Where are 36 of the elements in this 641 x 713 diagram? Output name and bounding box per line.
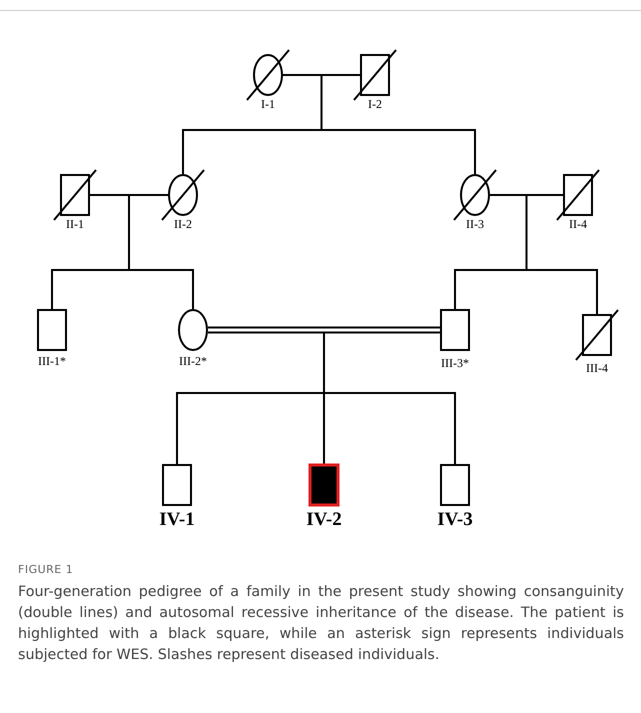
- descent-line: [323, 332, 325, 393]
- descent-line: [324, 392, 456, 464]
- mating-line: [283, 74, 322, 76]
- mating-line: [526, 194, 563, 196]
- mating-line: [129, 194, 168, 196]
- descent-line: [526, 269, 598, 314]
- descent-line: [322, 129, 476, 174]
- individual-label: II-3: [466, 217, 484, 232]
- figure-label: FIGURE 1: [18, 563, 74, 576]
- descent-line: [129, 269, 194, 309]
- consanguinity-line: [207, 326, 325, 334]
- individual-label: II-1: [66, 217, 84, 232]
- descent-line: [176, 392, 324, 464]
- mating-line: [90, 194, 129, 196]
- mating-line: [322, 74, 360, 76]
- individual-label: I-2: [368, 97, 382, 112]
- descent-line: [526, 195, 528, 270]
- individual-label: III-3*: [441, 356, 469, 371]
- individual-label: IV-1: [159, 509, 195, 531]
- individual-label: III-4: [586, 361, 608, 376]
- consanguinity-line: [323, 326, 441, 334]
- descent-line: [323, 392, 325, 464]
- individual-label: IV-3: [437, 509, 473, 531]
- mating-line: [490, 194, 526, 196]
- individual-label: III-2*: [179, 354, 207, 369]
- descent-line: [128, 195, 130, 270]
- descent-line: [320, 75, 322, 130]
- individual-label: III-1*: [38, 354, 66, 369]
- individual-label: II-2: [174, 217, 192, 232]
- descent-line: [51, 269, 129, 309]
- individual-label: IV-2: [306, 509, 342, 531]
- individual-label: I-1: [261, 97, 275, 112]
- descent-line: [454, 269, 526, 309]
- individual-label: II-4: [569, 217, 587, 232]
- figure-caption: Four-generation pedigree of a family in the present study showing consanguinity (double lines) and autosomal recessive inheritance of the disease. The patient is highlighted with a black square, while an asterisk sign represents individuals subjected for WES. Slashes represent diseased individuals.: [18, 583, 624, 665]
- descent-line: [182, 129, 322, 174]
